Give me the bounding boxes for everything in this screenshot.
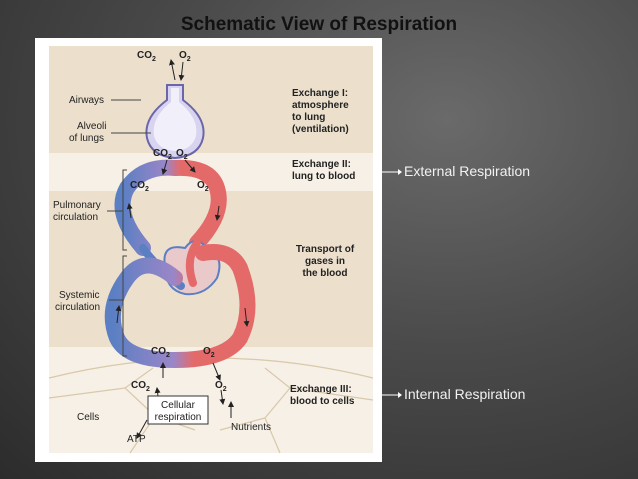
external-respiration-callout: External Respiration bbox=[404, 163, 531, 179]
svg-text:CO2: CO2 bbox=[137, 50, 156, 63]
svg-text:CO2: CO2 bbox=[130, 180, 149, 193]
respiration-diagram: Airways Alveoli of lungs Pulmonary circu… bbox=[48, 46, 374, 454]
internal-respiration-callout: Internal Respiration bbox=[404, 386, 526, 402]
airways-label: Airways bbox=[69, 95, 104, 106]
transport-line-1: Transport of bbox=[296, 244, 355, 255]
exchange-1-line-4: (ventilation) bbox=[292, 124, 349, 135]
alveoli-label-2: of lungs bbox=[69, 133, 104, 144]
svg-text:CO2: CO2 bbox=[131, 380, 150, 393]
svg-text:O2: O2 bbox=[176, 148, 188, 161]
systemic-vessel bbox=[104, 244, 256, 369]
exchange-2-line-1: Exchange II: bbox=[292, 159, 351, 170]
band-exchange-3 bbox=[49, 347, 373, 453]
svg-text:O2: O2 bbox=[197, 180, 209, 193]
cellular-respiration-box bbox=[147, 395, 209, 425]
gas-labels: CO2 O2 CO2 O2 CO2 O2 CO2 O2 CO2 O2 bbox=[130, 50, 227, 393]
exchange-3-line-2: blood to cells bbox=[290, 396, 355, 407]
pulmonary-label-2: circulation bbox=[53, 212, 98, 223]
svg-text:O2: O2 bbox=[203, 346, 215, 359]
cells-label: Cells bbox=[77, 412, 99, 423]
band-exchange-1 bbox=[49, 46, 373, 153]
svg-text:O2: O2 bbox=[215, 380, 227, 393]
svg-text:CO2: CO2 bbox=[151, 346, 170, 359]
svg-text:O2: O2 bbox=[179, 50, 191, 63]
nutrients-label: Nutrients bbox=[231, 422, 271, 433]
slide-title: Schematic View of Respiration bbox=[180, 14, 458, 35]
flow-arrows bbox=[115, 59, 250, 439]
systemic-label-2: circulation bbox=[55, 302, 100, 313]
exchange-3-line-1: Exchange III: bbox=[290, 384, 352, 395]
respiration-figure-panel: Airways Alveoli of lungs Pulmonary circu… bbox=[35, 38, 382, 462]
systemic-label-1: Systemic bbox=[59, 290, 100, 301]
exchange-2-line-2: lung to blood bbox=[292, 171, 355, 182]
atp-label: ATP bbox=[127, 434, 146, 445]
pulmonary-label-1: Pulmonary bbox=[53, 200, 101, 211]
alveoli-label-1: Alveoli bbox=[77, 121, 106, 132]
exchange-1-line-1: Exchange I: bbox=[292, 88, 348, 99]
svg-text:CO2: CO2 bbox=[153, 148, 172, 161]
exchange-1-line-2: atmosphere bbox=[292, 100, 349, 111]
cellular-respiration-label-2: respiration bbox=[155, 412, 202, 423]
cellular-respiration-label-1: Cellular bbox=[161, 400, 196, 411]
transport-line-2: gases in bbox=[305, 256, 345, 267]
label-brackets bbox=[107, 99, 151, 357]
exchange-1-line-3: to lung bbox=[292, 112, 325, 123]
transport-line-3: the blood bbox=[303, 268, 348, 279]
